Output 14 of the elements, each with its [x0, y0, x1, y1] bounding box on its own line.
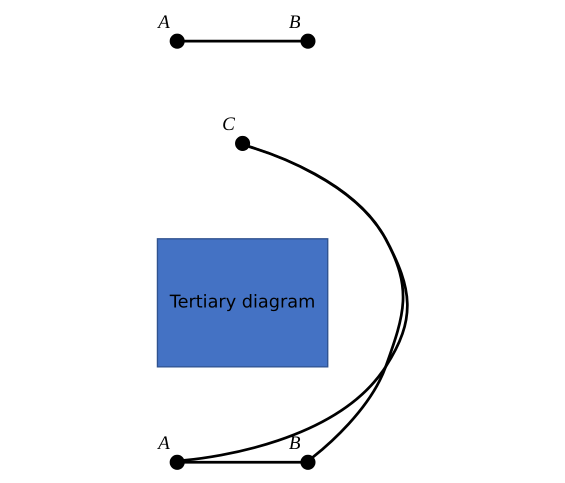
- node-box: Tertiary diagram: [156, 238, 328, 368]
- node-label: C: [222, 114, 235, 136]
- node-label: B: [288, 12, 300, 33]
- node-label: B: [288, 432, 300, 454]
- node-circle: [300, 454, 316, 470]
- node-label: A: [158, 12, 170, 33]
- node-circle: [300, 34, 316, 49]
- connector: [184, 40, 301, 43]
- connector: [184, 145, 409, 462]
- connector: [184, 460, 301, 464]
- node-circle: [170, 34, 185, 49]
- node-circle: [170, 454, 185, 470]
- node-label: A: [158, 432, 170, 454]
- node-circle: [235, 136, 250, 151]
